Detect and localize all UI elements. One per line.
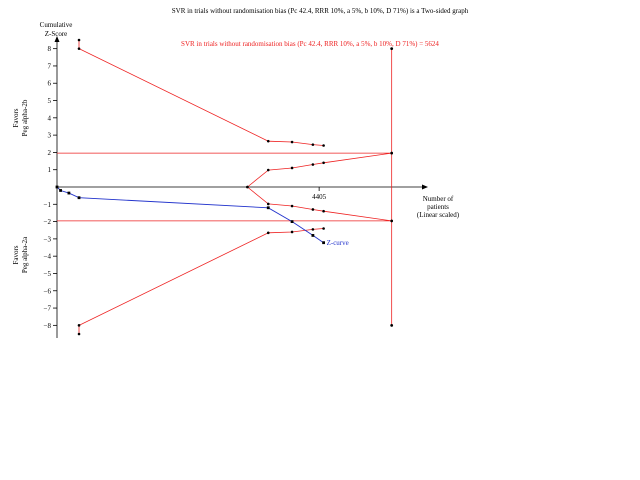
x-axis-label-line-1: Number of [423, 195, 454, 203]
z-curve-point [77, 196, 81, 200]
lower-monitoring-boundary-line [78, 228, 324, 334]
y-tick-label: 3 [48, 132, 52, 140]
y-tick-label: −7 [44, 305, 52, 313]
z-curve-point [322, 241, 325, 245]
y-tick-label: −2 [44, 218, 52, 226]
ris-annotation: SVR in trials without randomisation bias… [181, 40, 439, 48]
upper-futility-boundary-point [311, 163, 315, 166]
x-axis-label-line-3: (Linear scaled) [417, 211, 460, 219]
upper-monitoring-boundary-point [266, 139, 270, 143]
lower-monitoring-boundary-point [311, 228, 315, 231]
conventional-boundary-lower-point [390, 219, 393, 223]
upper-futility-boundary-line [247, 152, 392, 188]
lower-monitoring-boundary-point [77, 332, 81, 336]
upper-monitoring-boundary-line [78, 40, 324, 146]
upper-futility-boundary-point [290, 166, 294, 170]
lower-futility-boundary-point [322, 209, 325, 213]
y-tick-label: 1 [48, 166, 52, 174]
x-axis-label-line-2: patients [427, 203, 449, 211]
z-curve-label: Z-curve [327, 239, 349, 247]
y-tick-label: 8 [48, 45, 52, 53]
y-tick-label: −3 [44, 235, 52, 243]
upper-monitoring-boundary-point [311, 143, 315, 146]
lower-monitoring-boundary-point [266, 231, 270, 235]
lower-futility-boundary-point [311, 208, 315, 211]
z-curve-point [290, 220, 294, 223]
upper-monitoring-boundary-point [77, 47, 81, 50]
upper-monitoring-boundary-point [77, 38, 81, 42]
y-tick-label: 2 [48, 149, 52, 157]
ris-top-marker [390, 47, 394, 51]
y-tick-label: 5 [48, 97, 52, 105]
y-axis-arrow [54, 36, 60, 42]
z-curve-point [59, 189, 62, 192]
upper-side-label-line-1: Favors [12, 108, 20, 127]
conventional-boundary-upper-point [390, 151, 393, 155]
y-axis-label-line-2: Z-Score [45, 30, 68, 38]
y-tick-label: −1 [44, 201, 52, 209]
z-curve-point [55, 185, 59, 189]
lower-side-label-line-1: Favors [12, 245, 20, 264]
ris-bottom-marker [390, 323, 394, 327]
y-tick-label: 4 [48, 114, 52, 122]
upper-side-label-line-2: Peg alpha-2b [21, 99, 29, 136]
chart-title: SVR in trials without randomisation bias… [172, 7, 469, 15]
y-tick-label: 7 [48, 62, 52, 70]
upper-monitoring-boundary-point [322, 144, 325, 147]
lower-monitoring-boundary-point [77, 324, 81, 327]
upper-futility-boundary-point [266, 168, 270, 172]
upper-monitoring-boundary-point [290, 140, 294, 144]
lower-futility-boundary-point [266, 202, 270, 206]
lower-futility-boundary-line [247, 186, 392, 222]
lower-futility-boundary-point [246, 185, 249, 189]
lower-futility-boundary-point [290, 204, 294, 208]
x-axis-arrow [422, 184, 428, 190]
z-curve-point [311, 234, 315, 237]
y-tick-label: 6 [48, 80, 52, 88]
z-curve-point [67, 191, 71, 195]
y-tick-label: −8 [44, 322, 52, 330]
y-axis-label-line-1: Cumulative [40, 21, 73, 29]
y-tick-label: −6 [44, 287, 52, 295]
z-curve-line [56, 186, 324, 244]
lower-side-label-line-2: Peg alpha-2a [21, 236, 29, 273]
x-tick-label: 4405 [312, 193, 327, 201]
y-tick-label: −4 [44, 253, 52, 261]
z-curve-point [266, 206, 270, 210]
lower-monitoring-boundary-point [290, 230, 294, 234]
lower-monitoring-boundary-point [322, 227, 325, 230]
upper-futility-boundary-point [322, 161, 325, 165]
y-tick-label: −5 [44, 270, 52, 278]
